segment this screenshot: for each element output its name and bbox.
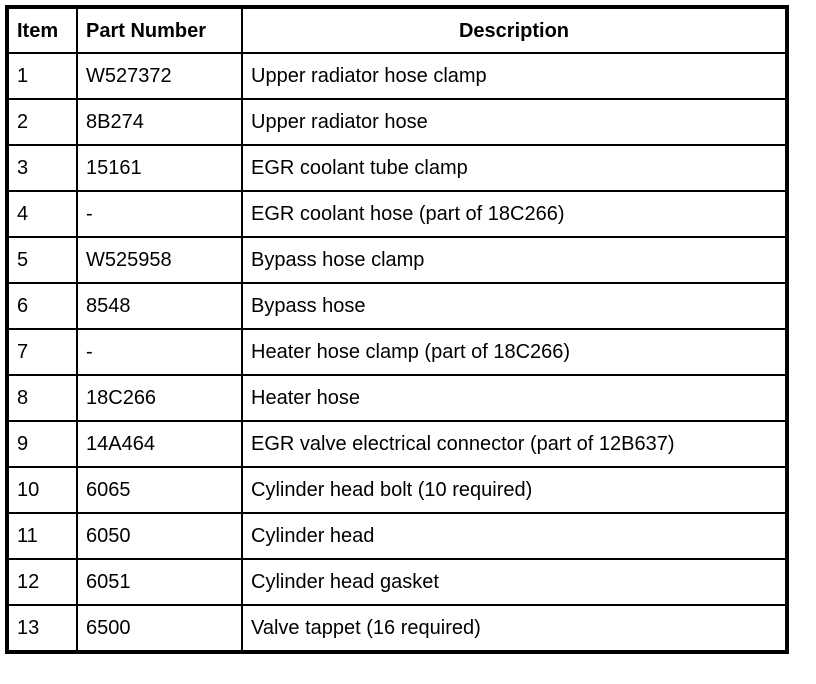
cell-description: Bypass hose [241,282,788,330]
cell-part-number: 8B274 [76,98,243,146]
cell-part-number: W525958 [76,236,243,284]
cell-part-number: - [76,328,243,376]
cell-part-number: - [76,190,243,238]
cell-part-number: 6065 [76,466,243,514]
cell-part-number: 6050 [76,512,243,560]
cell-description: EGR coolant tube clamp [241,144,788,192]
table-row: 4-EGR coolant hose (part of 18C266) [6,190,788,238]
cell-description: EGR coolant hose (part of 18C266) [241,190,788,238]
cell-item: 10 [6,466,78,514]
cell-description: Heater hose clamp (part of 18C266) [241,328,788,376]
cell-item: 13 [6,604,78,653]
cell-item: 8 [6,374,78,422]
column-header-description: Description [241,6,788,54]
column-header-part-number: Part Number [76,6,243,54]
cell-part-number: 6051 [76,558,243,606]
cell-part-number: W527372 [76,52,243,100]
cell-description: Upper radiator hose [241,98,788,146]
cell-description: Cylinder head gasket [241,558,788,606]
cell-description: Upper radiator hose clamp [241,52,788,100]
cell-part-number: 6500 [76,604,243,653]
table-header-row: Item Part Number Description [6,6,788,54]
cell-description: EGR valve electrical connector (part of … [241,420,788,468]
cell-item: 2 [6,98,78,146]
cell-item: 3 [6,144,78,192]
cell-item: 4 [6,190,78,238]
column-header-item: Item [6,6,78,54]
cell-item: 1 [6,52,78,100]
cell-item: 5 [6,236,78,284]
cell-description: Valve tappet (16 required) [241,604,788,653]
cell-part-number: 14A464 [76,420,243,468]
cell-part-number: 8548 [76,282,243,330]
cell-description: Cylinder head bolt (10 required) [241,466,788,514]
cell-item: 9 [6,420,78,468]
cell-description: Heater hose [241,374,788,422]
cell-description: Cylinder head [241,512,788,560]
cell-description: Bypass hose clamp [241,236,788,284]
cell-item: 7 [6,328,78,376]
table-row: 7-Heater hose clamp (part of 18C266) [6,328,788,376]
cell-part-number: 15161 [76,144,243,192]
cell-part-number: 18C266 [76,374,243,422]
cell-item: 12 [6,558,78,606]
table-header: Item Part Number Description [6,6,788,54]
cell-item: 6 [6,282,78,330]
cell-item: 11 [6,512,78,560]
